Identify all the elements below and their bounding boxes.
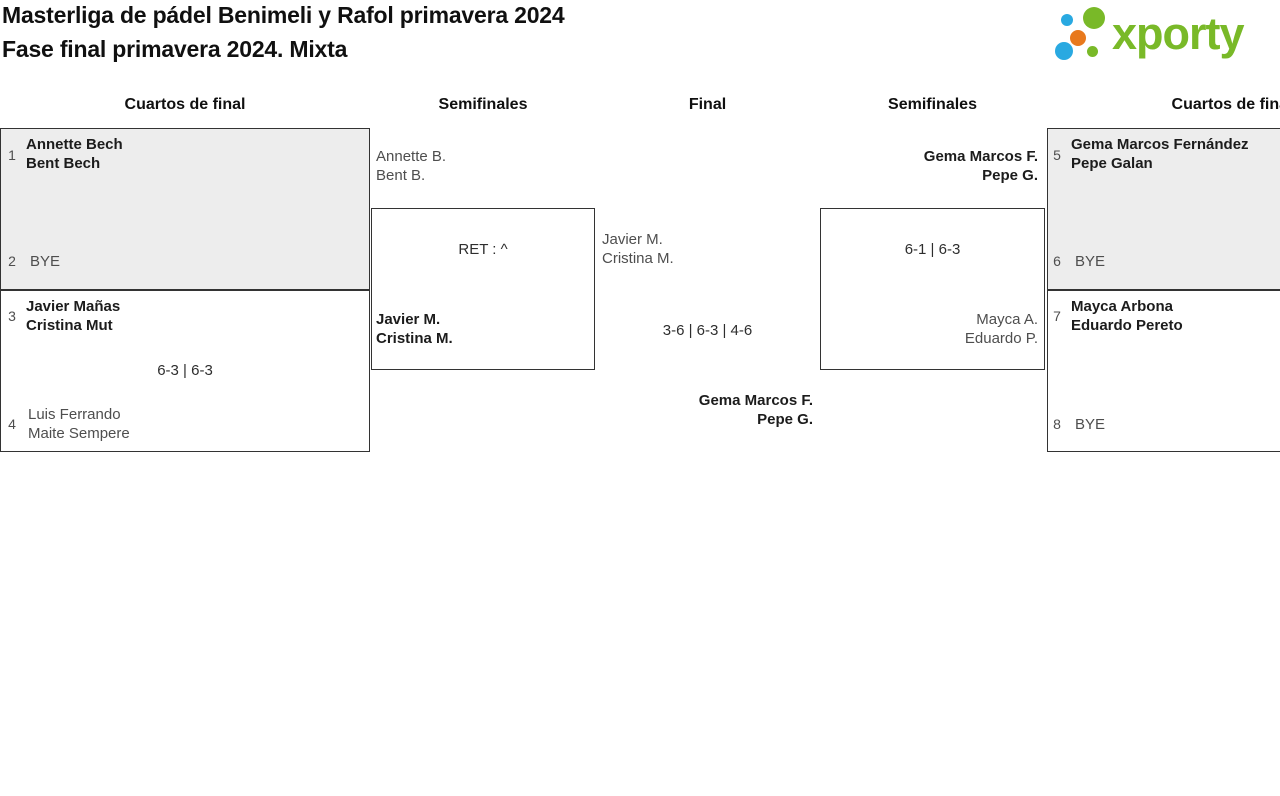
xporty-logo[interactable]: xporty — [1050, 2, 1280, 76]
team-name: Javier M.Cristina M. — [376, 311, 453, 347]
round-header-quarterfinals-right: Cuartos de final — [1171, 96, 1280, 113]
logo-dot-icon — [1070, 30, 1086, 46]
team-name: Annette B.Bent B. — [376, 148, 447, 184]
match-score: 6-1 | 6-3 — [904, 241, 961, 258]
page-title: Masterliga de pádel Benimeli y Rafol pri… — [2, 2, 565, 28]
round-header-quarterfinals-left: Cuartos de final — [124, 96, 246, 113]
seed-number: 1 — [8, 147, 16, 163]
seed-number: 6 — [1053, 253, 1061, 269]
match-box-sf-right[interactable] — [820, 208, 1045, 370]
round-header-semifinals-left: Semifinales — [438, 96, 528, 113]
round-header-final: Final — [688, 96, 727, 113]
logo-dot-icon — [1083, 7, 1105, 29]
match-box-sf-left[interactable] — [371, 208, 595, 370]
logo-dot-icon — [1061, 14, 1073, 26]
match-score: RET : ^ — [458, 241, 508, 258]
match-box-qf-right-2[interactable] — [1047, 290, 1280, 452]
match-score: 6-3 | 6-3 — [157, 362, 213, 379]
seed-number: 2 — [8, 253, 16, 269]
match-box-qf-left-1[interactable] — [0, 128, 370, 290]
seed-number: 4 — [8, 416, 16, 432]
team-name: BYE — [30, 253, 61, 270]
team-name: Gema Marcos F.Pepe G. — [698, 392, 813, 428]
round-header-semifinals-right: Semifinales — [888, 96, 977, 113]
team-name: BYE — [1075, 416, 1106, 433]
team-name: Mayca A.Eduardo P. — [964, 311, 1038, 347]
seed-number: 8 — [1053, 416, 1061, 432]
team-name: BYE — [1075, 253, 1106, 270]
team-name: Gema Marcos F.Pepe G. — [923, 148, 1038, 184]
seed-number: 3 — [8, 308, 16, 324]
logo-text: xporty — [1112, 8, 1245, 59]
team-name: Javier M.Cristina M. — [602, 231, 674, 267]
seed-number: 7 — [1053, 308, 1061, 324]
seed-number: 5 — [1053, 147, 1061, 163]
logo-dot-icon — [1087, 46, 1098, 57]
match-box-qf-left-2[interactable] — [0, 290, 370, 452]
match-score: 3-6 | 6-3 | 4-6 — [662, 322, 753, 339]
match-box-qf-right-1[interactable] — [1047, 128, 1280, 290]
logo-dot-icon — [1055, 42, 1073, 60]
page-subtitle: Fase final primavera 2024. Mixta — [2, 36, 348, 62]
